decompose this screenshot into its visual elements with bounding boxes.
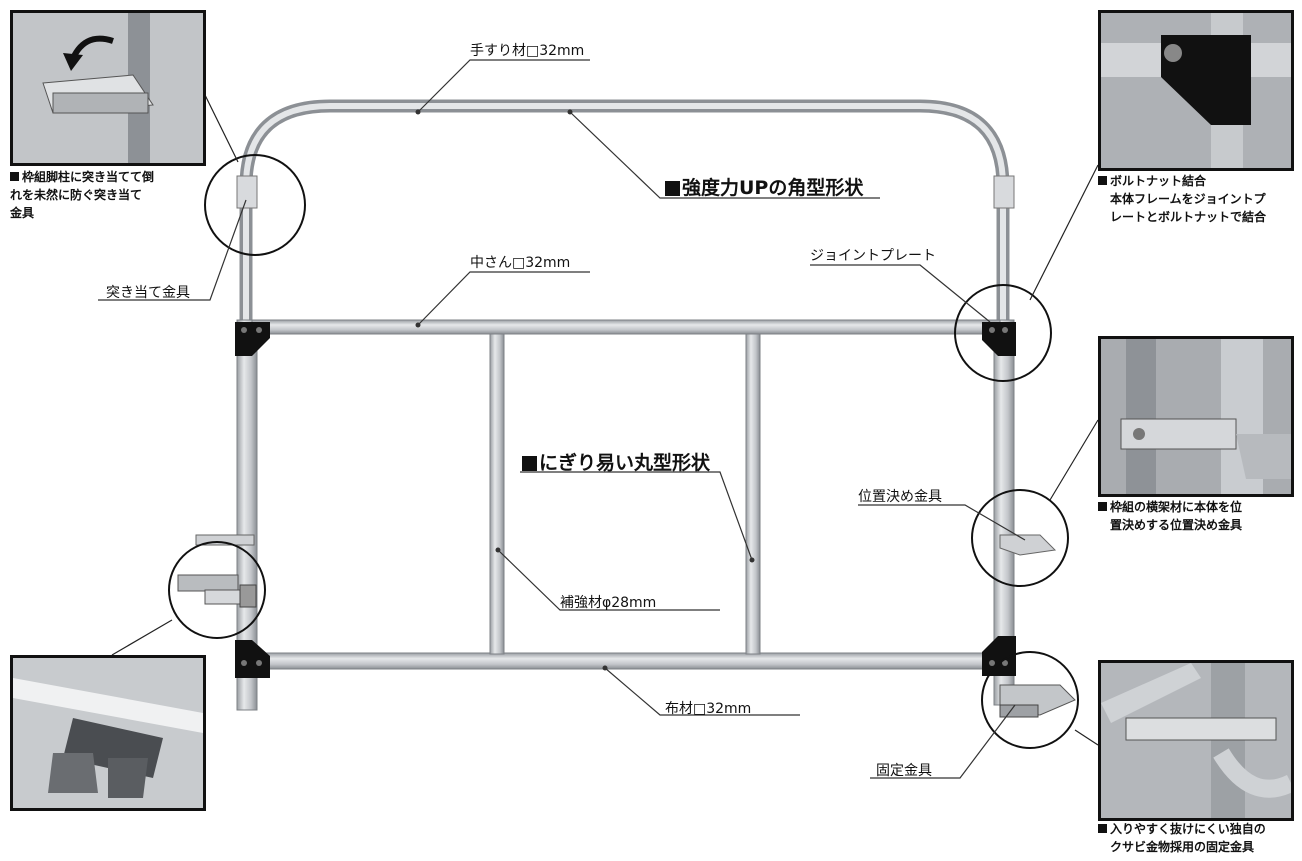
right-position-fitting (999, 534, 1057, 556)
left-post (236, 319, 258, 711)
label-stopper: 突き当て金具 (106, 285, 190, 301)
label-fixing: 固定金具 (876, 763, 932, 779)
right-fixing-clamp (999, 684, 1076, 718)
joint-plate-top-right (982, 322, 1016, 356)
joint-plate-top-left (235, 322, 270, 356)
photo-bolt (1098, 10, 1294, 171)
caption-position: 枠組の横架材に本体を位 置決めする位置決め金具 (1098, 498, 1242, 534)
label-bottom-rail: 布材□32mm (665, 701, 752, 717)
stopper-fitting-right (993, 175, 1015, 209)
square-bullet-icon (1098, 176, 1107, 185)
caption-stopper-line2: れを未然に防ぐ突き当て (10, 188, 143, 202)
label-reinforce: 補強材φ28mm (560, 595, 657, 611)
square-bullet-icon (1098, 824, 1107, 833)
photo-clamp (10, 655, 206, 811)
caption-position-line2: 置決めする位置決め金具 (1110, 518, 1243, 532)
square-marker-icon (665, 181, 680, 196)
reinforce-bar-right (745, 333, 761, 655)
label-feature-square-text: 強度力UPの角型形状 (682, 177, 864, 199)
caption-bolt-line3: レートとボルトナットで結合 (1110, 210, 1267, 224)
photo-connectors (111, 94, 1099, 746)
label-feature-round-text: にぎり易い丸型形状 (539, 452, 711, 474)
square-bullet-icon (10, 172, 19, 181)
caption-fixing: 入りやすく抜けにくい独自の クサビ金物採用の固定金具 (1098, 820, 1266, 856)
caption-fixing-line1: 入りやすく抜けにくい独自の (1110, 822, 1266, 836)
callout-lines (98, 59, 1026, 779)
caption-stopper-line3: 金具 (10, 206, 35, 220)
label-feature-round: にぎり易い丸型形状 (522, 448, 710, 475)
label-joint-plate: ジョイントプレート (810, 248, 936, 264)
label-handrail: 手すり材□32mm (470, 43, 585, 59)
middle-rail (251, 319, 1001, 335)
label-middle-rail: 中さん□32mm (470, 255, 571, 271)
caption-fixing-line2: クサビ金物採用の固定金具 (1110, 840, 1255, 854)
caption-bolt-line1: ボルトナット結合 (1110, 174, 1207, 188)
handrail-arch-highlight (243, 103, 1006, 330)
joint-plate-bottom-left (235, 640, 270, 678)
square-bullet-icon (1098, 502, 1107, 511)
circle-position-fitting (971, 489, 1069, 587)
handrail-arch (239, 99, 1010, 330)
circle-fixing (981, 651, 1079, 749)
caption-bolt-line2: 本体フレームをジョイントプ (1110, 192, 1266, 206)
left-clamp (177, 534, 257, 608)
caption-position-line1: 枠組の横架材に本体を位 (1110, 500, 1243, 514)
caption-bolt: ボルトナット結合 本体フレームをジョイントプ レートとボルトナットで結合 (1098, 172, 1266, 226)
circle-joint-plate (954, 284, 1052, 382)
joint-plate-bottom-right (982, 636, 1016, 676)
photo-stopper (10, 10, 206, 166)
circle-stopper (204, 154, 306, 256)
photo-fixing (1098, 660, 1294, 821)
callout-dots (415, 109, 755, 671)
caption-stopper: 枠組脚柱に突き当てて倒 れを未然に防ぐ突き当て 金具 (10, 168, 154, 222)
label-feature-square: 強度力UPの角型形状 (665, 173, 863, 200)
photo-position (1098, 336, 1294, 497)
circle-left-clamp (168, 541, 266, 639)
reinforce-bar-left (489, 333, 505, 655)
stopper-fitting-left (236, 175, 258, 209)
caption-stopper-line1: 枠組脚柱に突き当てて倒 (22, 170, 155, 184)
bottom-rail (251, 652, 1001, 670)
label-position-fitting: 位置決め金具 (858, 489, 942, 505)
square-marker-icon (522, 456, 537, 471)
